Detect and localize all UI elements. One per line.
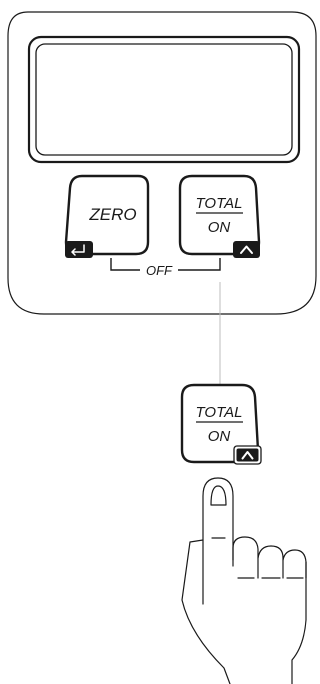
callout-total-on-button: TOTAL ON <box>180 383 260 464</box>
total-label: TOTAL <box>196 195 243 212</box>
zero-label: ZERO <box>88 205 136 224</box>
zero-button[interactable]: ZERO <box>64 174 150 256</box>
off-bracket: OFF <box>110 258 221 278</box>
off-label: OFF <box>146 263 173 278</box>
chevron-up-icon <box>233 241 260 258</box>
callout-total-label: TOTAL <box>196 404 243 421</box>
lcd-display <box>27 35 301 164</box>
callout-on-label: ON <box>208 428 231 445</box>
enter-icon <box>65 241 93 258</box>
callout-chevron-up-icon <box>233 445 262 465</box>
on-label: ON <box>208 219 231 236</box>
pressing-hand-illustration <box>181 477 307 684</box>
total-on-button[interactable]: TOTAL ON <box>178 174 261 256</box>
